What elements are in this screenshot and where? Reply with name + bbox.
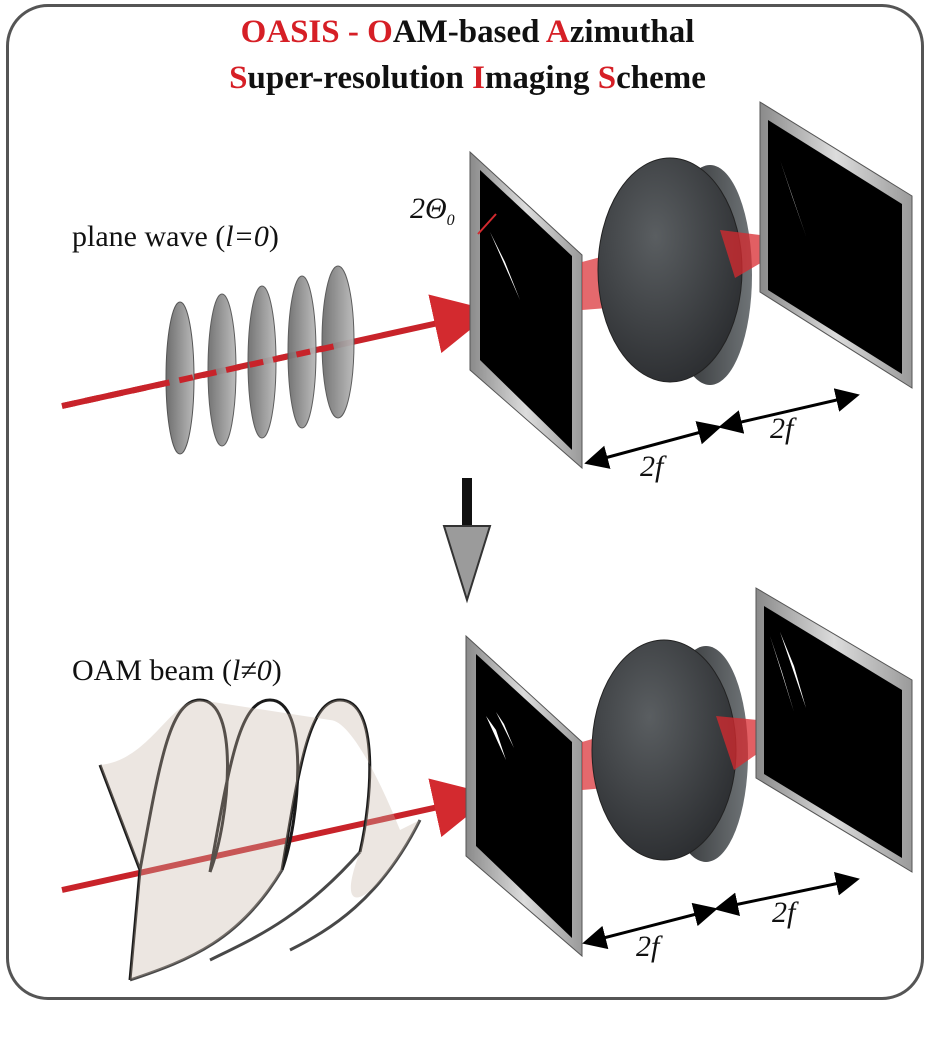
distance-label-1: 2f [636, 930, 660, 963]
image-screen [755, 587, 913, 873]
title-seg: - [339, 14, 368, 50]
title-seg: S [597, 60, 617, 96]
distance-label-2: 2f [772, 896, 796, 929]
distance-label-2: 2f [770, 412, 794, 445]
lens [597, 157, 752, 385]
lens [591, 639, 748, 862]
label-math: l=0 [225, 220, 269, 253]
angle-label: 2Θ0 [410, 192, 455, 230]
label-suffix: ) [271, 654, 282, 687]
oam-helix-fill [100, 700, 420, 980]
angle-text: 2Θ [410, 192, 447, 225]
label-prefix: OAM beam ( [72, 654, 232, 687]
angle-arrow [477, 213, 497, 235]
top-panel [61, 101, 913, 470]
image-screen [759, 101, 913, 389]
distance-arrow-1 [584, 421, 722, 469]
title-seg: cheme [616, 60, 706, 96]
incoming-beam [61, 778, 494, 893]
oam-helix [98, 698, 422, 982]
bottom-panel [61, 587, 913, 982]
title-seg: uper-resolution [247, 60, 473, 96]
title-seg: AM-based [392, 14, 546, 50]
angle-subscript: 0 [446, 212, 455, 229]
label-suffix: ) [268, 220, 279, 253]
distance-label-1: 2f [640, 450, 664, 483]
distance-arrow-2 [718, 388, 860, 434]
oam-beam-label: OAM beam (l≠0) [72, 654, 282, 688]
title-seg: O [367, 14, 393, 50]
label-prefix: plane wave ( [72, 220, 226, 253]
title-seg: A [545, 14, 570, 50]
object-screen [465, 634, 583, 958]
title-line-2: Super-resolution Imaging Scheme [0, 60, 935, 96]
distance-arrow-2 [714, 871, 860, 917]
title-line-1: OASIS - OAM-based Azimuthal [0, 14, 935, 50]
title-seg: I [472, 60, 485, 96]
title-seg: OASIS [240, 14, 340, 50]
plane-wave-label: plane wave (l=0) [72, 220, 279, 254]
label-math: l≠0 [231, 654, 272, 687]
title-seg: maging [484, 60, 598, 96]
object-screen [469, 150, 583, 470]
title-seg: S [229, 60, 248, 96]
title-seg: zimuthal [569, 14, 695, 50]
plane-wave-fronts [61, 265, 355, 455]
arrow-down-icon [442, 478, 492, 604]
distance-arrow-1 [582, 902, 718, 950]
